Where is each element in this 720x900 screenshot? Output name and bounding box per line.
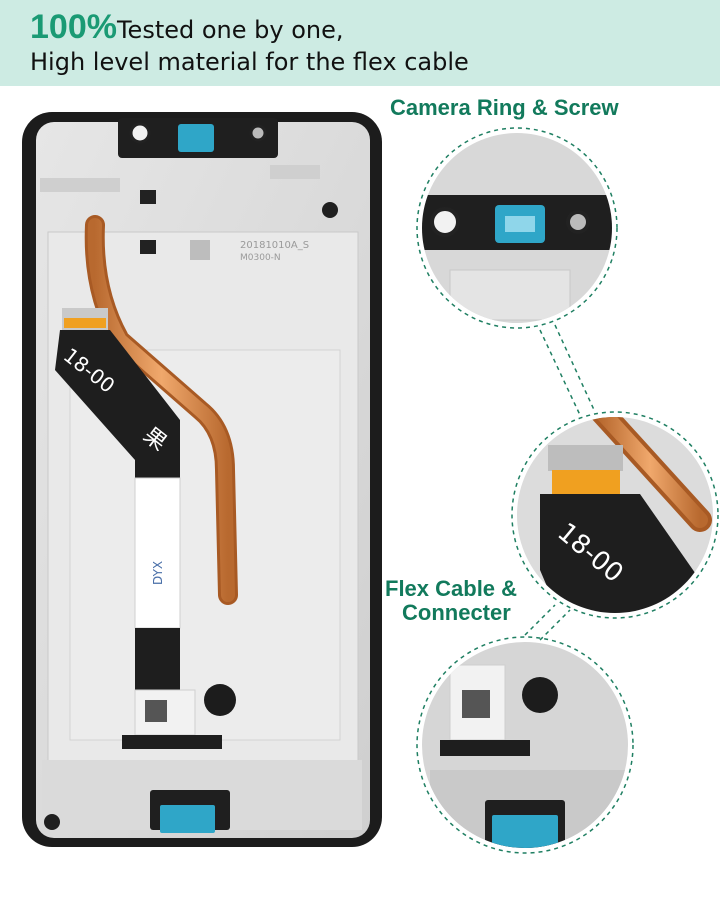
zoom-bottom-connector [422, 642, 628, 848]
callout-connectors [416, 127, 719, 854]
model-stamp: M0300-N [240, 253, 281, 263]
top-connector-cover [178, 124, 214, 152]
flex-cable-upper [55, 330, 180, 480]
zoom-camera-ring [422, 133, 612, 323]
date-stamp: 20181010A_S [240, 240, 309, 251]
flex-zoom-ring [511, 411, 719, 619]
camera-ring [129, 122, 151, 144]
connector-line-1 [539, 329, 581, 416]
connector-line-2 [554, 324, 596, 413]
connector-line-3 [524, 604, 556, 636]
flex-gold-contacts [64, 318, 106, 328]
phone-frame: 20181010A_S M0300-N 18-00 果 DYX [22, 112, 382, 847]
flex-lot-code: DYX [151, 561, 165, 585]
callout-flex-line2: Connecter [402, 600, 511, 625]
promo-banner: 100%Tested one by one, High level materi… [0, 0, 720, 86]
qr-sticker-top [190, 240, 210, 260]
banner-headline-text: Tested one by one, [116, 16, 344, 44]
frame-screw-hole [322, 202, 338, 218]
bottom-screw-hole [44, 814, 60, 830]
sticker-left [40, 178, 120, 192]
sticker-right [270, 165, 320, 179]
frame-clip-1 [140, 190, 156, 204]
connector-line-4 [539, 609, 571, 641]
banner-headline: 100%Tested one by one, [30, 8, 344, 48]
flex-cable-white-section [134, 477, 181, 629]
zoom-flex-cable: 18-00 [517, 417, 713, 613]
copper-heat-pipe [87, 218, 235, 602]
banner-percent: 100% [30, 8, 117, 46]
banner-subheadline: High level material for the flex cable [30, 48, 469, 76]
bottom-zoom-ring [416, 636, 634, 854]
flex-qr-code [145, 700, 167, 722]
flex-connector [122, 735, 222, 749]
frame-round-hole [204, 684, 236, 716]
callout-flex-line1: Flex Cable & [385, 576, 518, 601]
frame-clip-2 [140, 240, 156, 254]
callout-camera-ring: Camera Ring & Screw [390, 95, 619, 120]
top-screw [249, 124, 267, 142]
flex-cable-lower [135, 628, 180, 690]
camera-zoom-ring [416, 127, 618, 329]
bottom-connector-cover [160, 805, 215, 833]
